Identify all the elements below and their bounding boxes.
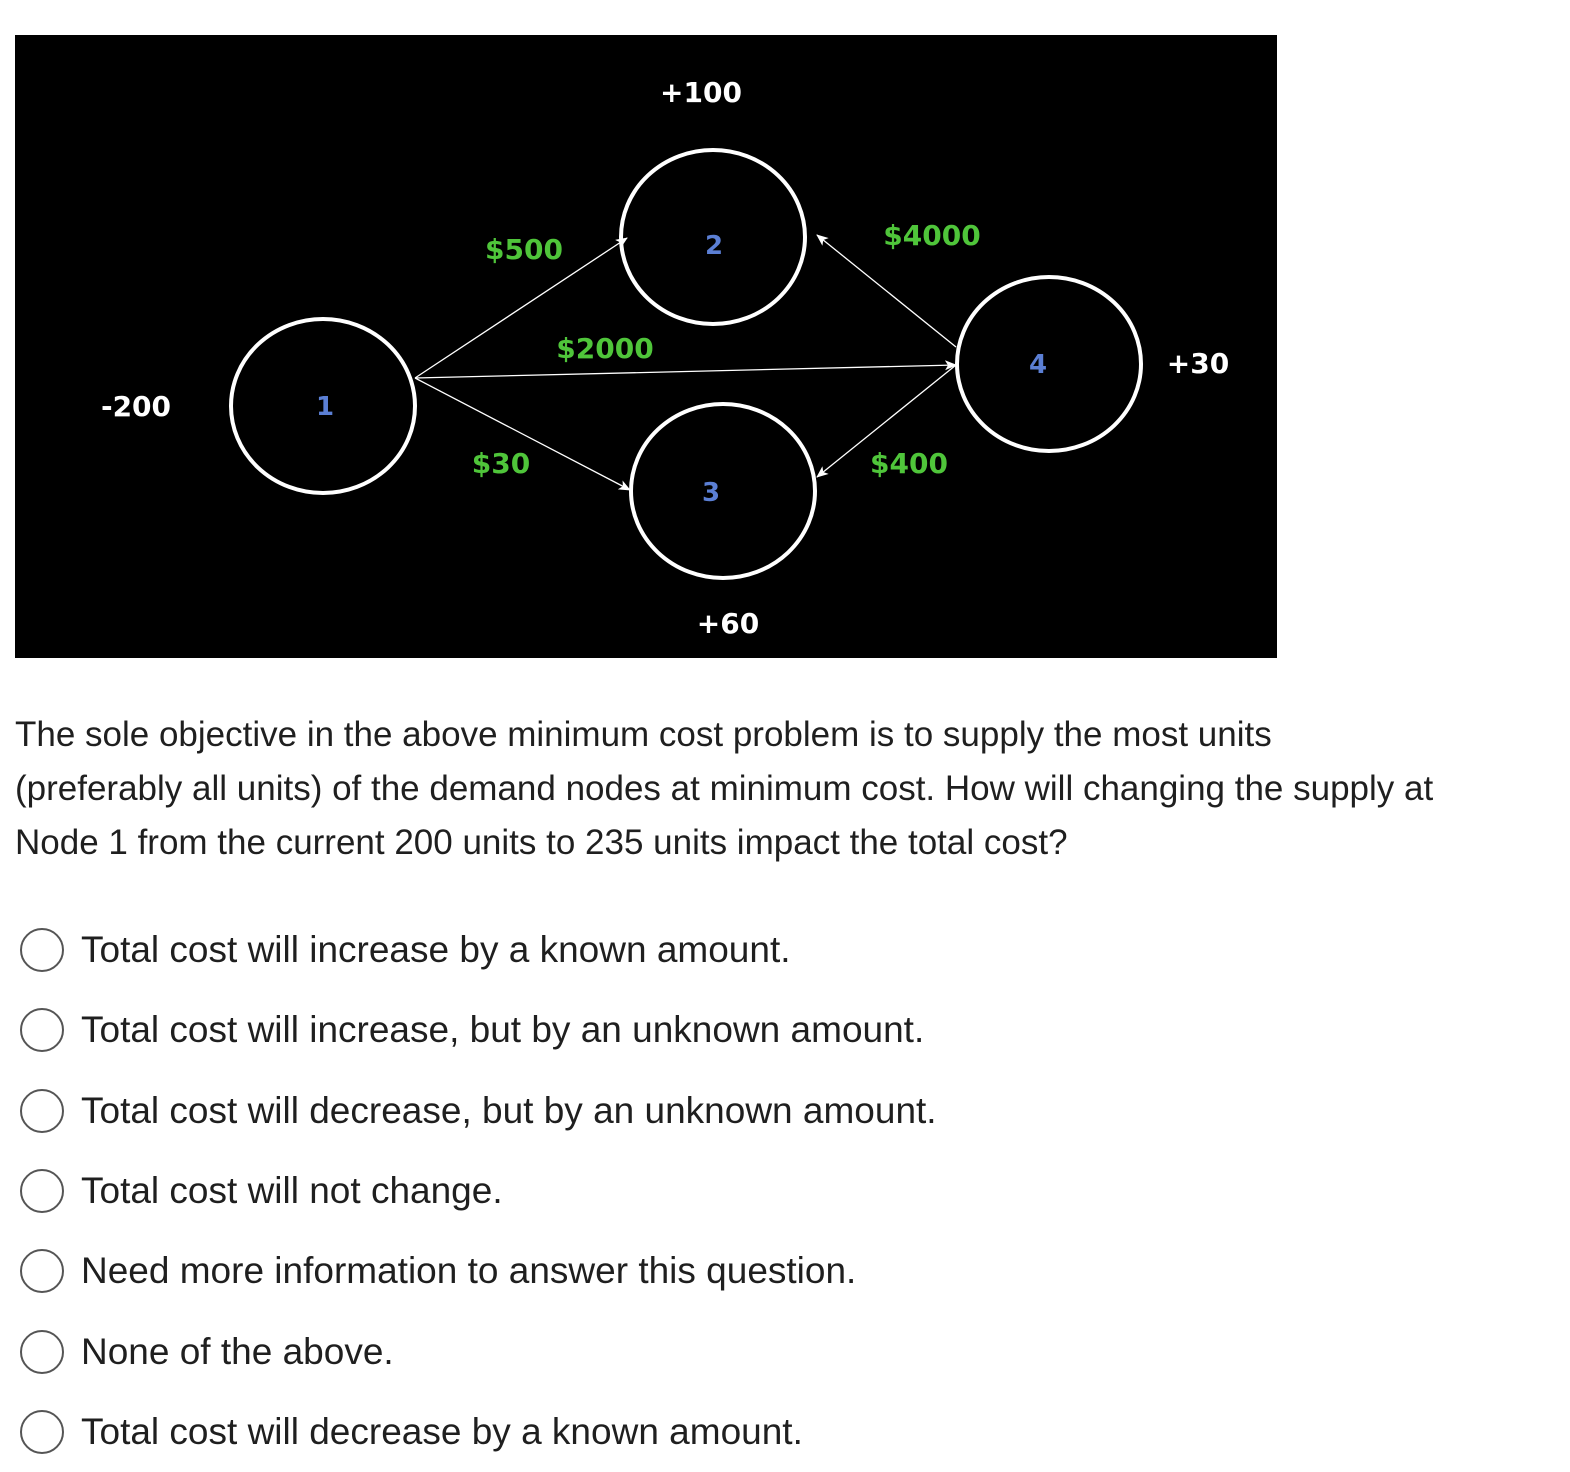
arc-1-to-4 <box>414 360 957 379</box>
question-text: The sole objective in the above minimum … <box>15 715 1434 862</box>
arc-1-2-cost: $500 <box>485 233 563 266</box>
radio-button-3[interactable] <box>20 1088 64 1133</box>
radio-button-2[interactable] <box>20 1008 64 1053</box>
node-2-number: 2 <box>705 231 723 261</box>
arc-1-to-3 <box>414 377 631 491</box>
network-diagram-canvas: 1 2 3 4 -200 +100 +60 +30 $500 $30 $2000… <box>101 76 1229 640</box>
radio-button-7[interactable] <box>20 1409 64 1454</box>
answer-option-4-label: Total cost will not change. <box>81 1170 503 1212</box>
answer-option-2-label: Total cost will increase, but by an unkn… <box>81 1009 925 1051</box>
radio-button-5[interactable] <box>20 1249 64 1294</box>
answer-option-5[interactable]: Need more information to answer this que… <box>20 1231 937 1311</box>
answer-option-1-label: Total cost will increase by a known amou… <box>81 929 791 971</box>
node-3-number: 3 <box>702 478 720 508</box>
node-1-number: 1 <box>316 392 334 422</box>
answer-option-7-label: Total cost will decrease by a known amou… <box>81 1410 803 1452</box>
network-diagram: 1 2 3 4 -200 +100 +60 +30 $500 $30 $2000… <box>15 35 1277 658</box>
arc-4-2-cost: $4000 <box>883 219 980 252</box>
answer-option-5-label: Need more information to answer this que… <box>81 1250 857 1292</box>
node-4-circle <box>955 275 1143 453</box>
answer-option-3[interactable]: Total cost will decrease, but by an unkn… <box>20 1071 937 1151</box>
node-4-net-flow: +30 <box>1167 347 1229 380</box>
node-4-number: 4 <box>1029 350 1047 380</box>
arc-1-3-cost: $30 <box>472 447 530 480</box>
answer-option-3-label: Total cost will decrease, but by an unkn… <box>81 1089 937 1131</box>
arc-4-to-3 <box>816 364 957 478</box>
arc-4-to-2 <box>816 234 957 348</box>
arc-1-to-2 <box>414 237 628 379</box>
answer-option-6-label: None of the above. <box>81 1330 394 1372</box>
answer-option-2[interactable]: Total cost will increase, but by an unkn… <box>20 990 937 1070</box>
arc-1-4-cost: $2000 <box>556 332 653 365</box>
arc-4-3-cost: $400 <box>870 447 948 480</box>
answer-option-6[interactable]: None of the above. <box>20 1311 937 1391</box>
node-3-circle <box>629 402 817 580</box>
node-1-net-flow: -200 <box>101 390 171 423</box>
answer-option-7[interactable]: Total cost will decrease by a known amou… <box>20 1392 937 1472</box>
node-1-circle <box>229 317 417 495</box>
node-2-net-flow: +100 <box>660 76 742 109</box>
answer-option-1[interactable]: Total cost will increase by a known amou… <box>20 910 937 990</box>
radio-button-1[interactable] <box>20 928 64 973</box>
node-2-circle <box>619 148 807 326</box>
answer-options: Total cost will increase by a known amou… <box>20 910 937 1472</box>
node-3-net-flow: +60 <box>697 607 759 640</box>
answer-option-4[interactable]: Total cost will not change. <box>20 1151 937 1231</box>
radio-button-4[interactable] <box>20 1169 64 1214</box>
radio-button-6[interactable] <box>20 1329 64 1374</box>
